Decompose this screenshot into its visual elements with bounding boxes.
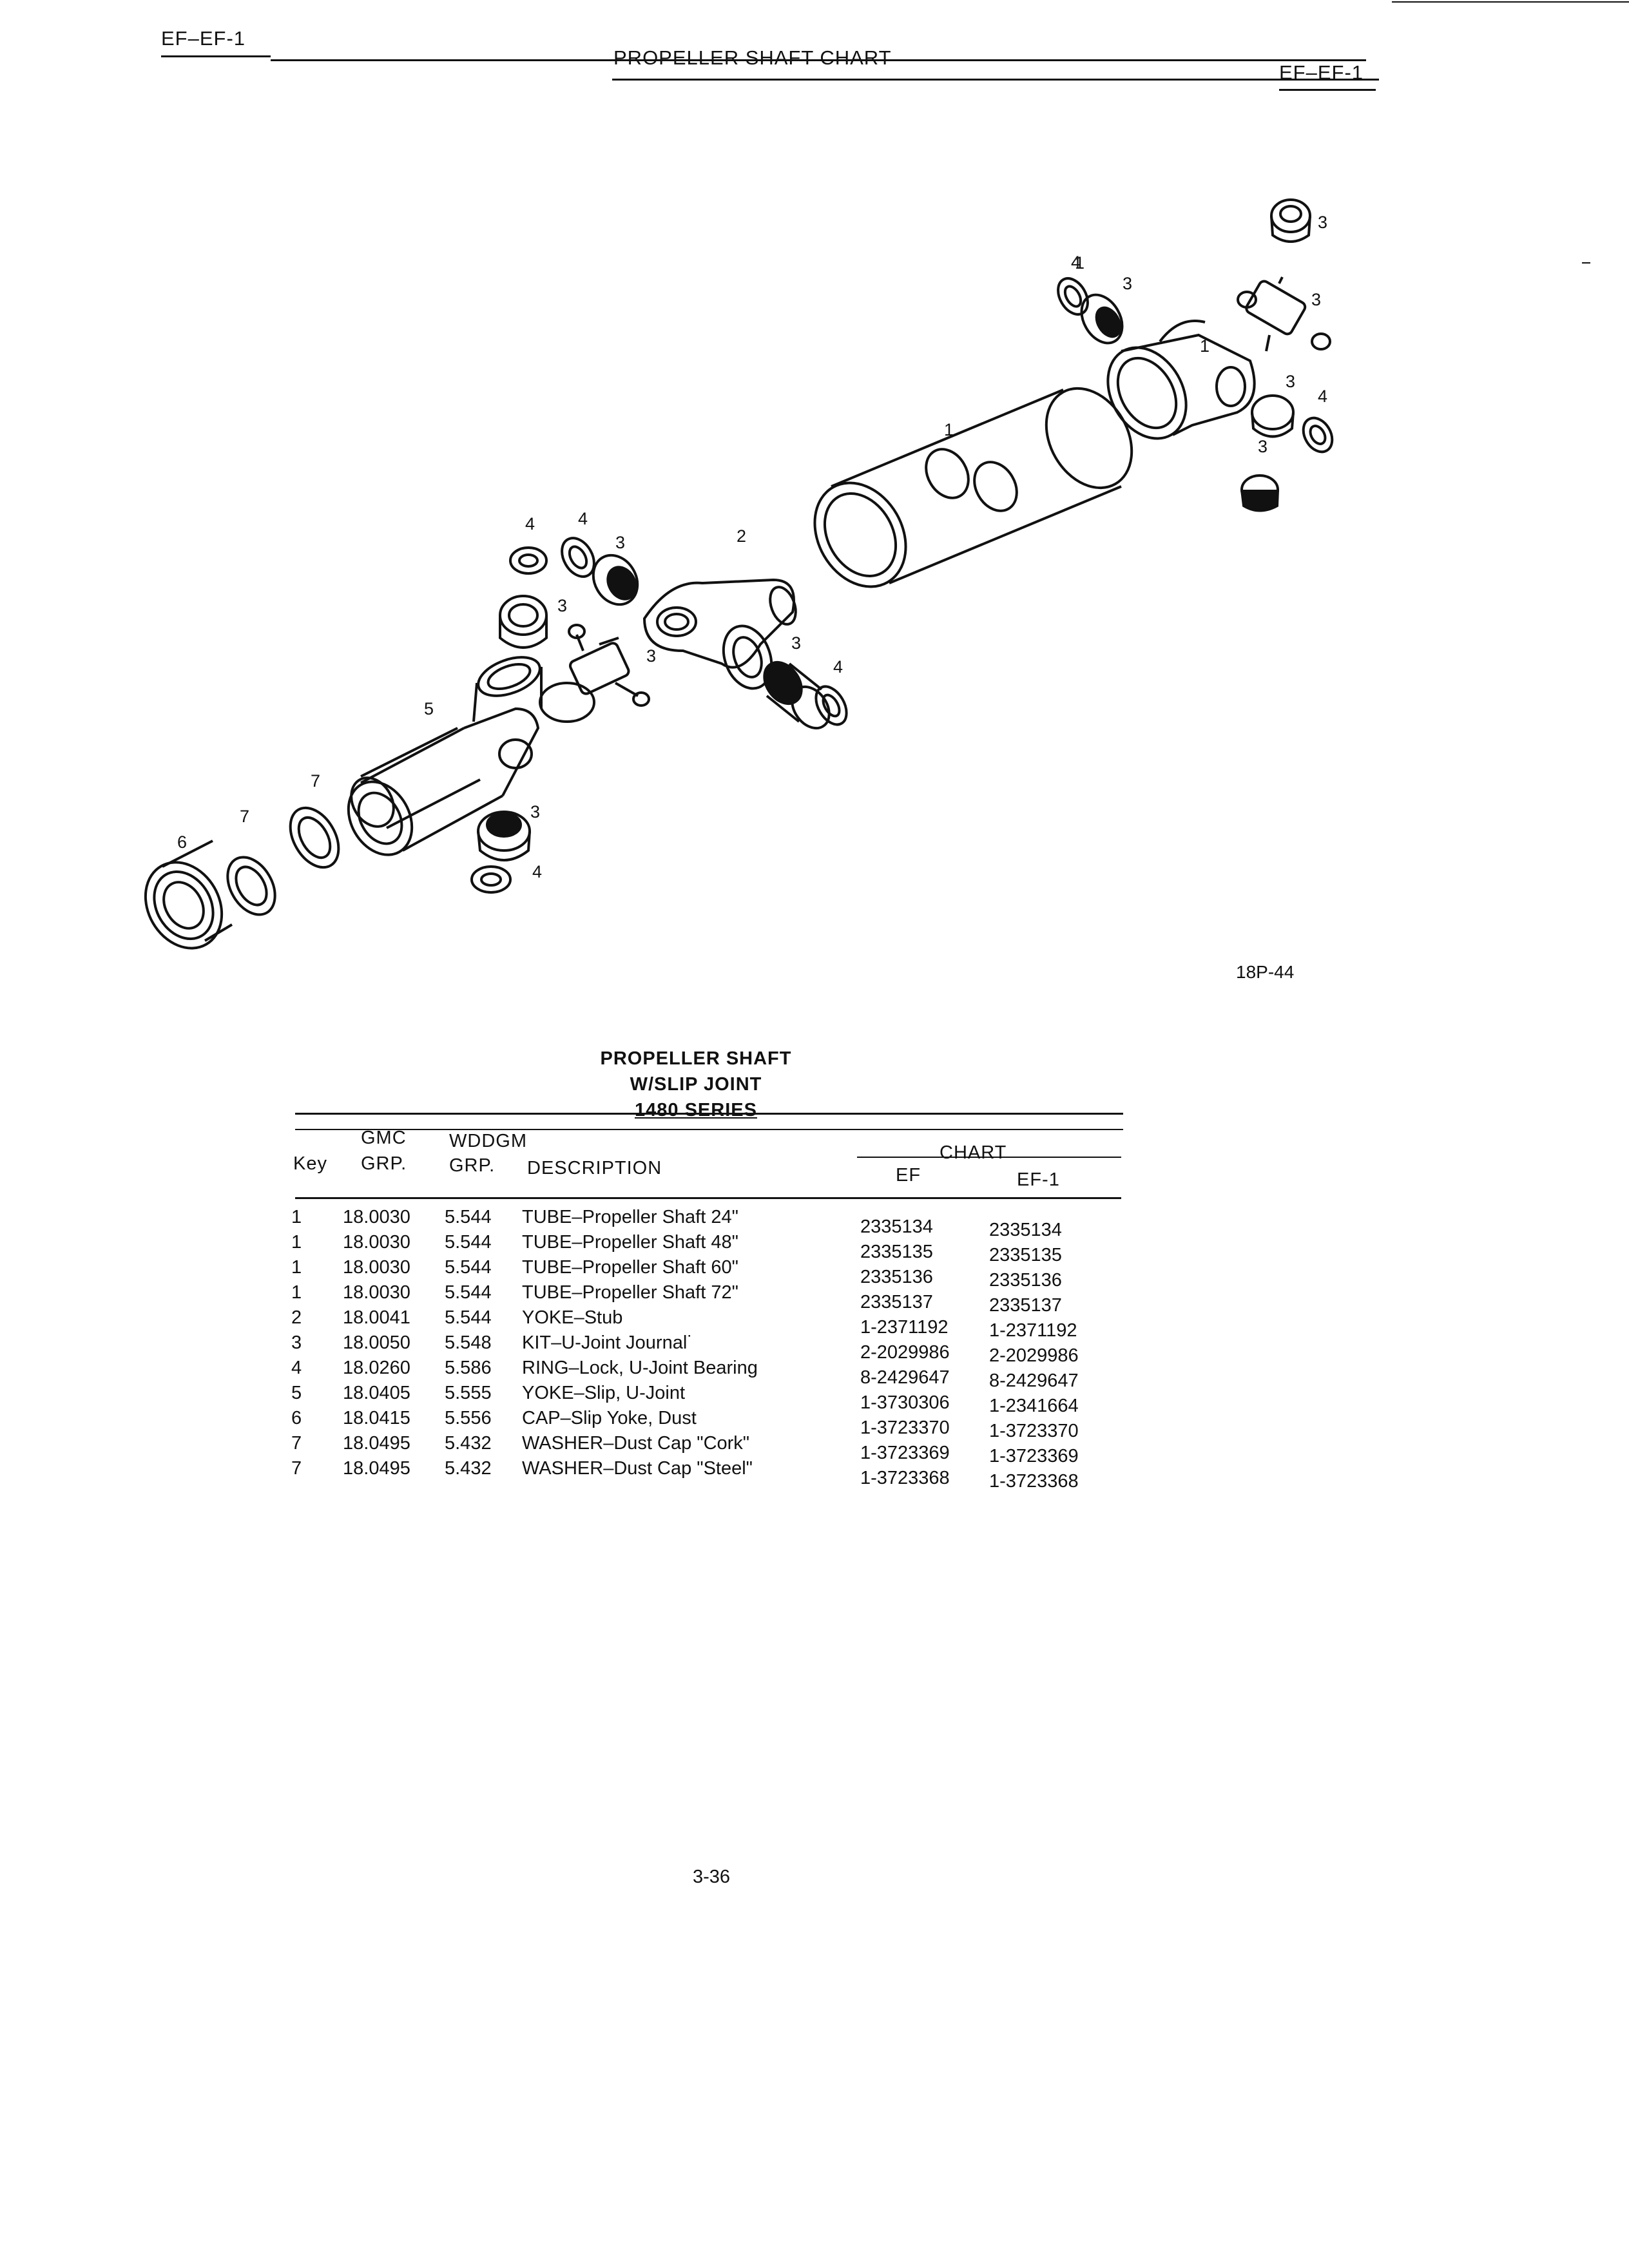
table-top-rule xyxy=(295,1129,1123,1130)
column-header-wddgm-grp: GRP. xyxy=(449,1155,496,1176)
lock-ring-part xyxy=(1302,416,1334,454)
callout-label: 3 xyxy=(530,802,541,822)
callout-label: 4 xyxy=(833,657,843,677)
lock-ring-part xyxy=(561,537,595,578)
column-header-gmc: GMC xyxy=(361,1128,407,1148)
header-title-rule xyxy=(612,79,1379,81)
u-joint-journal-upper-part xyxy=(1237,276,1331,352)
callout-label: 6 xyxy=(177,832,188,852)
page-number: 3-36 xyxy=(693,1867,731,1887)
column-header-gmc-grp: GRP. xyxy=(361,1153,407,1174)
splined-shaft-part xyxy=(350,727,481,829)
callout-label: 3 xyxy=(1123,274,1133,293)
bearing-cup-part xyxy=(592,553,639,606)
callout-label: 7 xyxy=(311,771,321,791)
callout-label: 5 xyxy=(424,699,434,718)
callout-label: 1 xyxy=(1200,336,1210,356)
bearing-cup-part xyxy=(477,811,531,861)
bearing-cup-part xyxy=(1251,394,1295,438)
tube-yoke-part xyxy=(1106,320,1256,440)
header-right-rule xyxy=(1279,89,1376,91)
bearing-cup-part xyxy=(499,595,548,649)
bearing-cup-part xyxy=(1270,198,1311,243)
bearing-cup-part xyxy=(1080,293,1124,345)
callout-label: 4 xyxy=(1071,253,1081,272)
table-title-line1: PROPELLER SHAFT xyxy=(600,1048,792,1069)
chart-subheader-rule xyxy=(857,1157,1121,1158)
callout-label: 3 xyxy=(1311,290,1322,309)
callout-label: 3 xyxy=(615,533,626,552)
bearing-cup-part xyxy=(763,660,831,730)
column-header-wddgm: WDDGM xyxy=(449,1131,527,1151)
callout-label: 3 xyxy=(1258,437,1268,456)
table-title-line2: W/SLIP JOINT xyxy=(630,1074,762,1095)
dust-cap-washer-cork-part xyxy=(226,856,276,916)
header-left-code: EF–EF-1 xyxy=(161,27,246,50)
table-header-rule xyxy=(295,1197,1121,1199)
column-header-chart: CHART xyxy=(940,1142,1007,1163)
callout-label: 1 xyxy=(1075,253,1085,273)
header-left-rule xyxy=(161,55,271,57)
column-header-ef1: EF-1 xyxy=(1017,1169,1060,1190)
callout-label: 4 xyxy=(578,509,588,528)
callout-label: 3 xyxy=(557,596,568,615)
lock-ring-part xyxy=(509,546,548,575)
column-header-key: Key xyxy=(293,1153,327,1174)
callout-label: 2 xyxy=(737,526,747,546)
header-right-code: EF–EF-1 xyxy=(1279,61,1364,84)
callout-label: 3 xyxy=(1318,213,1328,232)
dust-cap-part xyxy=(144,840,233,950)
column-header-ef: EF xyxy=(896,1165,921,1186)
u-joint-journal-lower-part xyxy=(539,624,650,723)
dust-cap-washer-steel-part xyxy=(289,806,340,869)
propeller-tube-part xyxy=(813,387,1133,588)
callout-label: 3 xyxy=(791,633,802,653)
callout-label: 4 xyxy=(1318,387,1328,406)
bearing-cup-part xyxy=(1240,474,1279,512)
callout-label: 3 xyxy=(1286,372,1296,391)
stub-yoke-part xyxy=(642,578,797,690)
lock-ring-part xyxy=(1057,277,1089,316)
lock-ring-part xyxy=(815,685,848,726)
callout-label: 7 xyxy=(240,807,250,826)
callout-label: 4 xyxy=(525,514,535,533)
callout-label: 4 xyxy=(532,862,543,881)
callout-label: 3 xyxy=(646,646,657,666)
column-header-description: DESCRIPTION xyxy=(527,1158,662,1178)
top-scan-edge xyxy=(1392,1,1629,3)
figure-id: 18P-44 xyxy=(1236,962,1295,982)
callout-label: 1 xyxy=(944,420,954,439)
exploded-parts-diagram xyxy=(144,198,1590,950)
slip-yoke-part xyxy=(347,656,543,856)
page-title: PROPELLER SHAFT CHART xyxy=(613,46,892,69)
table-top-rule xyxy=(295,1113,1123,1115)
table-title-line3: 1480 SERIES xyxy=(635,1100,757,1120)
header-rule xyxy=(271,59,1366,61)
lock-ring-part xyxy=(470,865,512,894)
